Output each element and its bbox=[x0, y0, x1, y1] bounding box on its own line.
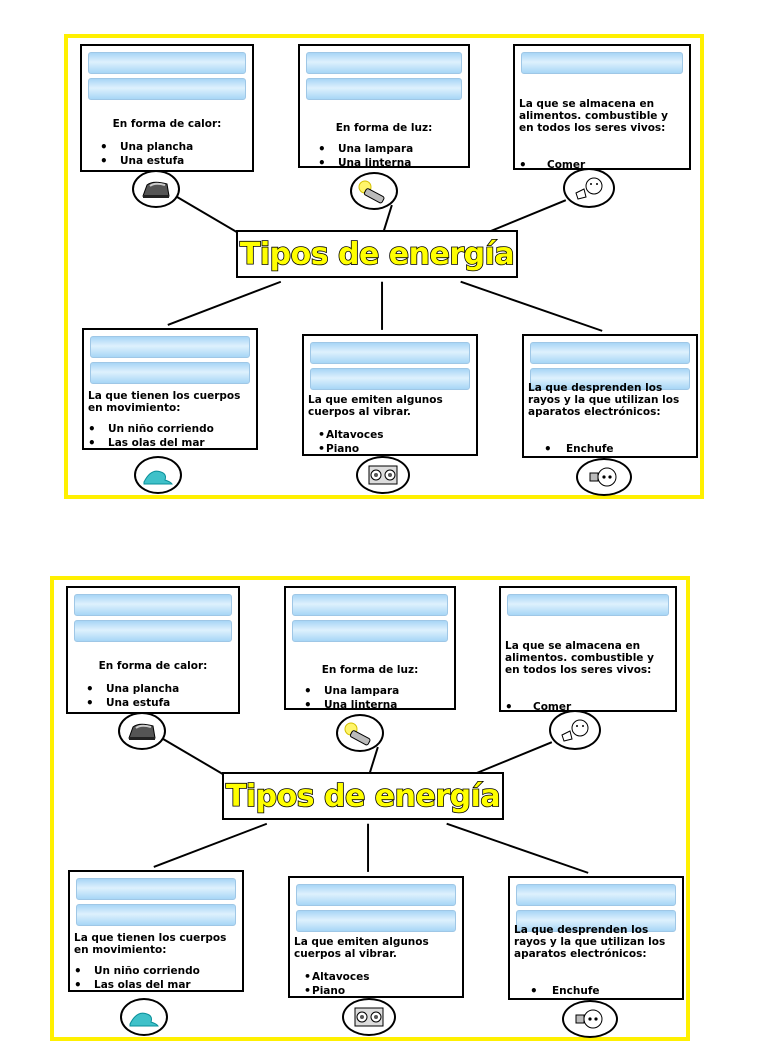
answer-line[interactable] bbox=[76, 878, 236, 900]
example-list: Enchufe bbox=[544, 442, 692, 456]
page-title: Tipos de energía bbox=[236, 230, 518, 278]
box-description: La que desprenden los rayos y la que uti… bbox=[528, 382, 680, 418]
box-description: En forma de calor: bbox=[112, 118, 222, 130]
list-item: Una estufa bbox=[100, 154, 248, 168]
example-list: Una lampara Una linterna bbox=[318, 142, 464, 166]
list-item: Una linterna bbox=[318, 156, 464, 166]
list-item: Piano bbox=[304, 984, 458, 996]
box-movimiento: La que tienen los cuerpos en movimiento:… bbox=[68, 870, 244, 992]
list-item: Las olas del mar bbox=[74, 978, 238, 990]
page-title-text: Tipos de energía bbox=[225, 778, 501, 815]
speaker-icon bbox=[356, 456, 410, 494]
answer-line[interactable] bbox=[74, 620, 232, 642]
box-movimiento: La que tienen los cuerpos en movimiento:… bbox=[82, 328, 258, 450]
flashlight-icon bbox=[350, 172, 398, 210]
box-description: La que desprenden los rayos y la que uti… bbox=[514, 924, 666, 960]
list-item: Comer bbox=[519, 158, 685, 168]
list-item: Un niño corriendo bbox=[88, 422, 252, 436]
box-description: La que tienen los cuerpos en movimiento: bbox=[74, 932, 227, 956]
box-description: La que emiten algunos cuerpos al vibrar. bbox=[308, 394, 443, 418]
list-item: Una linterna bbox=[304, 698, 450, 708]
box-calor: En forma de calor: Una plancha Una estuf… bbox=[80, 44, 254, 172]
answer-line[interactable] bbox=[296, 910, 456, 932]
answer-line[interactable] bbox=[306, 78, 462, 100]
answer-line[interactable] bbox=[310, 342, 470, 364]
answer-line[interactable] bbox=[90, 336, 250, 358]
box-electrica: La que desprenden los rayos y la que uti… bbox=[522, 334, 698, 458]
example-list: Un niño corriendo Las olas del mar bbox=[88, 422, 252, 448]
iron-icon bbox=[118, 712, 166, 750]
example-list: Enchufe bbox=[530, 984, 678, 998]
worksheet-1: En forma de calor: Una plancha Una estuf… bbox=[64, 34, 704, 499]
answer-line[interactable] bbox=[292, 594, 448, 616]
answer-line[interactable] bbox=[516, 910, 676, 932]
list-item: Una plancha bbox=[86, 682, 234, 696]
example-list: Una plancha Una estufa bbox=[86, 682, 234, 710]
box-description-text: La que se almacena en alimentos. combust… bbox=[505, 640, 654, 676]
worksheet-2: En forma de calor: Una plancha Una estuf… bbox=[50, 576, 690, 1041]
eating-icon bbox=[549, 710, 601, 750]
list-item: Las olas del mar bbox=[88, 436, 252, 448]
example-list: Altavoces Piano bbox=[304, 970, 458, 996]
list-item: Una lampara bbox=[318, 142, 464, 156]
list-item: Altavoces bbox=[318, 428, 472, 442]
page-title: Tipos de energía bbox=[222, 772, 504, 820]
answer-line[interactable] bbox=[292, 620, 448, 642]
list-item: Una plancha bbox=[100, 140, 248, 154]
box-luz: En forma de luz: Una lampara Una lintern… bbox=[298, 44, 470, 168]
box-electrica: La que desprenden los rayos y la que uti… bbox=[508, 876, 684, 1000]
box-calor: En forma de calor: Una plancha Una estuf… bbox=[66, 586, 240, 714]
answer-line[interactable] bbox=[507, 594, 669, 616]
page-title-text: Tipos de energía bbox=[239, 236, 515, 273]
example-list: Una lampara Una linterna bbox=[304, 684, 450, 708]
answer-line[interactable] bbox=[530, 368, 690, 390]
list-item: Altavoces bbox=[304, 970, 458, 984]
list-item: Una estufa bbox=[86, 696, 234, 710]
box-description: La que se almacena en alimentos. combust… bbox=[519, 98, 685, 134]
box-sonido: La que emiten algunos cuerpos al vibrar.… bbox=[302, 334, 478, 456]
answer-line[interactable] bbox=[521, 52, 683, 74]
box-description-text: La que se almacena en alimentos. combust… bbox=[519, 98, 668, 134]
list-item: Un niño corriendo bbox=[74, 964, 238, 978]
box-sonido: La que emiten algunos cuerpos al vibrar.… bbox=[288, 876, 464, 998]
box-quimica: La que se almacena en alimentos. combust… bbox=[499, 586, 677, 712]
answer-line[interactable] bbox=[310, 368, 470, 390]
iron-icon bbox=[132, 170, 180, 208]
box-description: En forma de calor: bbox=[98, 660, 208, 672]
box-quimica: La que se almacena en alimentos. combust… bbox=[513, 44, 691, 170]
answer-line[interactable] bbox=[88, 52, 246, 74]
box-description: En forma de luz: bbox=[321, 664, 419, 676]
list-item: Enchufe bbox=[530, 984, 678, 998]
plug-icon bbox=[576, 458, 632, 496]
example-list: Comer bbox=[505, 700, 671, 710]
list-item: Una lampara bbox=[304, 684, 450, 698]
answer-line[interactable] bbox=[76, 904, 236, 926]
list-item: Piano bbox=[318, 442, 472, 454]
speaker-icon bbox=[342, 998, 396, 1036]
box-description: La que se almacena en alimentos. combust… bbox=[505, 640, 671, 676]
box-luz: En forma de luz: Una lampara Una lintern… bbox=[284, 586, 456, 710]
answer-line[interactable] bbox=[306, 52, 462, 74]
example-list: Comer bbox=[519, 158, 685, 168]
plug-icon bbox=[562, 1000, 618, 1038]
answer-line[interactable] bbox=[74, 594, 232, 616]
list-item: Comer bbox=[505, 700, 671, 710]
answer-line[interactable] bbox=[530, 342, 690, 364]
answer-line[interactable] bbox=[516, 884, 676, 906]
wave-icon bbox=[134, 456, 182, 494]
example-list: Altavoces Piano bbox=[318, 428, 472, 454]
eating-icon bbox=[563, 168, 615, 208]
example-list: Una plancha Una estufa bbox=[100, 140, 248, 168]
flashlight-icon bbox=[336, 714, 384, 752]
box-description: La que emiten algunos cuerpos al vibrar. bbox=[294, 936, 429, 960]
example-list: Un niño corriendo Las olas del mar bbox=[74, 964, 238, 990]
list-item: Enchufe bbox=[544, 442, 692, 456]
answer-line[interactable] bbox=[296, 884, 456, 906]
box-description: La que tienen los cuerpos en movimiento: bbox=[88, 390, 241, 414]
answer-line[interactable] bbox=[90, 362, 250, 384]
wave-icon bbox=[120, 998, 168, 1036]
box-description: En forma de luz: bbox=[335, 122, 433, 134]
answer-line[interactable] bbox=[88, 78, 246, 100]
